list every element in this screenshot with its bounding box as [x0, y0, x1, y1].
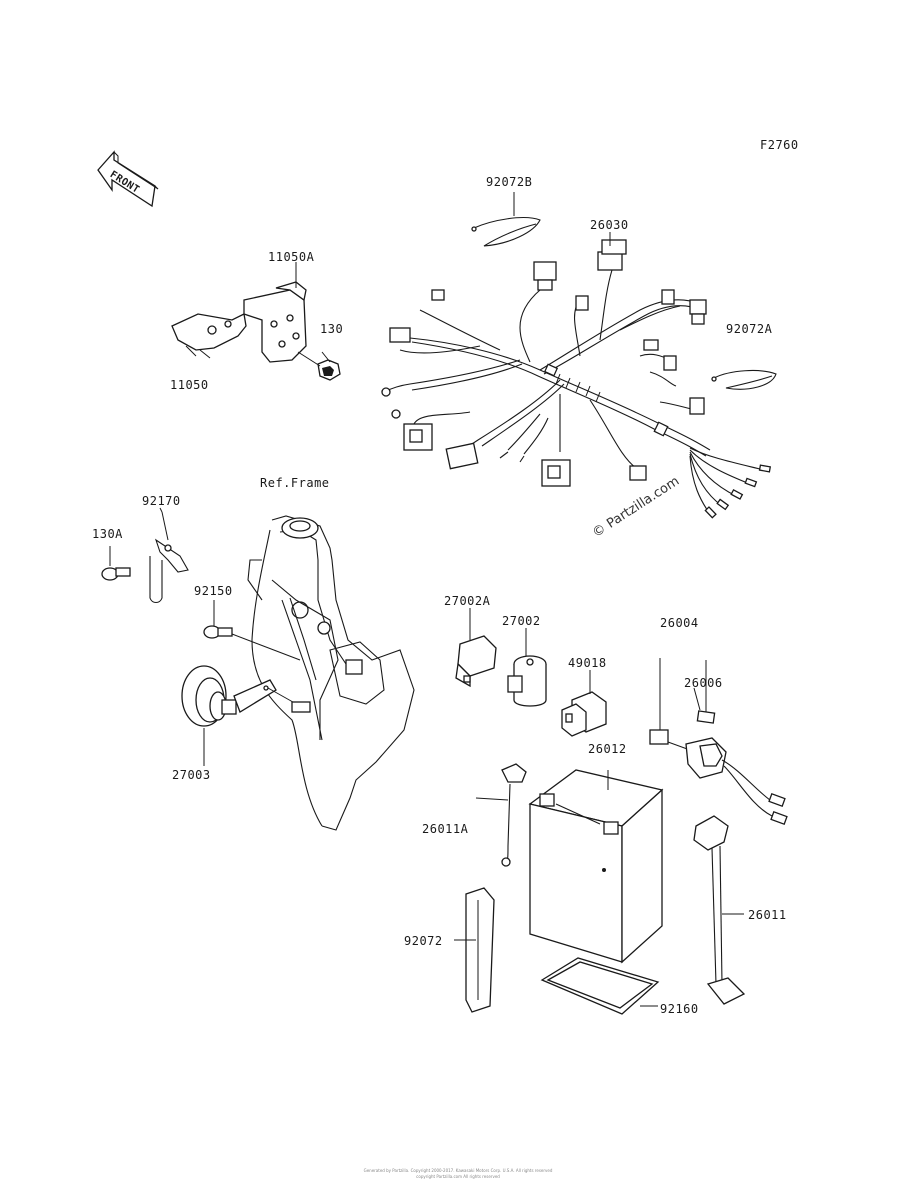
part-label-26011A[interactable]: 26011A	[422, 822, 469, 836]
bracket-icon	[171, 281, 307, 363]
part-label-27002[interactable]: 27002	[502, 614, 541, 628]
footer-copyright-line-1: Generated by Partzilla. Copyright 2000-2…	[363, 1168, 553, 1173]
relay-icon	[507, 628, 547, 707]
part-label-92072A[interactable]: 92072A	[726, 322, 773, 336]
part-label-26004[interactable]: 26004	[660, 616, 699, 630]
part-label-92072[interactable]: 92072	[404, 934, 443, 948]
battery-cable-icon	[475, 763, 527, 867]
connector-icon	[561, 670, 607, 737]
part-label-26012[interactable]: 26012	[588, 742, 627, 756]
bolt-icon	[203, 600, 301, 661]
part-label-130A[interactable]: 130A	[92, 527, 123, 541]
reference-frame-label: Ref.Frame	[260, 476, 330, 490]
battery-cable-icon	[693, 815, 746, 1005]
clamp-icon	[149, 511, 189, 604]
frame-icon	[247, 515, 415, 831]
part-label-92072B[interactable]: 92072B	[486, 175, 533, 189]
pad-icon	[540, 957, 660, 1015]
band-icon	[471, 217, 541, 247]
part-label-26030[interactable]: 26030	[590, 218, 629, 232]
wiring-harness-icon	[381, 239, 772, 519]
part-label-92150[interactable]: 92150	[194, 584, 233, 598]
band-icon	[711, 370, 777, 390]
part-label-27002A[interactable]: 27002A	[444, 594, 491, 608]
battery-icon	[528, 769, 664, 964]
figure-code: F2760	[760, 138, 799, 152]
nut-icon	[297, 351, 341, 381]
front-arrow-icon	[97, 150, 159, 208]
part-label-130[interactable]: 130	[320, 322, 344, 336]
part-label-49018[interactable]: 49018	[568, 656, 607, 670]
part-label-26006[interactable]: 26006	[684, 676, 723, 690]
part-label-92160[interactable]: 92160	[660, 1002, 699, 1016]
relay-icon	[455, 608, 497, 688]
part-label-11050[interactable]: 11050	[170, 378, 209, 392]
leader-lines	[159, 192, 701, 711]
part-label-27003[interactable]: 27003	[172, 768, 211, 782]
strap-icon	[454, 887, 495, 1013]
part-label-92170[interactable]: 92170	[142, 494, 181, 508]
bolt-icon	[101, 546, 131, 581]
horn-icon	[181, 665, 311, 766]
part-label-11050A[interactable]: 11050A	[268, 250, 315, 264]
part-label-26011[interactable]: 26011	[748, 908, 787, 922]
footer-copyright-line-2: copyright Partzilla.com All rights reser…	[416, 1174, 500, 1179]
switch-icon	[649, 658, 788, 825]
